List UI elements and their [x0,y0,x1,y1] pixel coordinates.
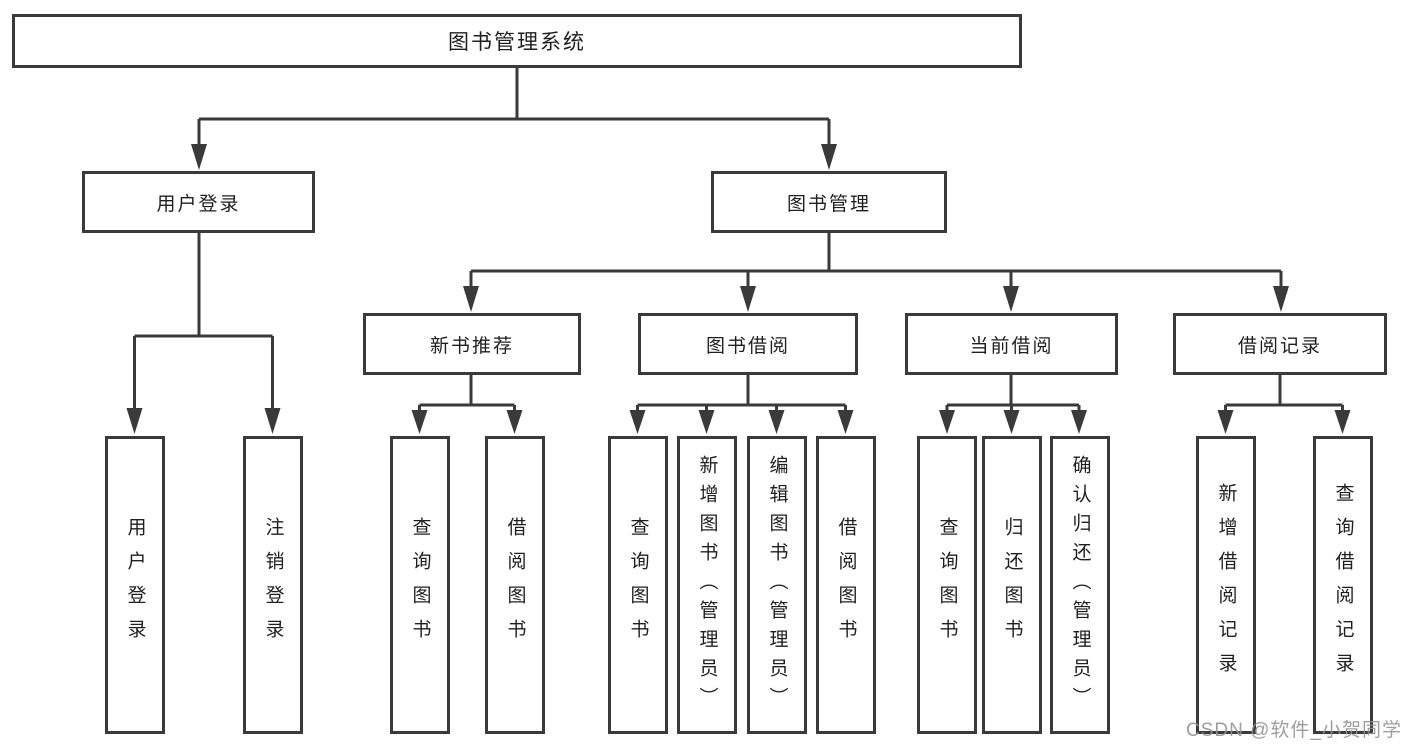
leaf-label: 用户登录 [124,517,146,653]
connector-mgmt-branch [469,233,1283,288]
leaf-rec-query-book: 查询图书 [390,436,450,734]
node-new-book-recommend: 新书推荐 [363,313,581,375]
leaf-borrow-query-book: 查询图书 [608,436,668,734]
arrowheads [126,144,1351,434]
leaf-label: 新增图书（管理员） [696,454,718,716]
node-borrow-record: 借阅记录 [1173,313,1387,375]
leaf-add-borrow-record: 新增借阅记录 [1196,436,1256,734]
leaf-label: 归还图书 [1001,517,1023,653]
leaf-label: 借阅图书 [835,517,857,653]
leaf-label: 查询图书 [409,517,431,653]
node-book-management-branch: 图书管理 [711,171,947,233]
arrow-icon [126,408,143,434]
leaf-label: 注销登录 [262,517,284,653]
arrow-icon [629,410,646,434]
arrow-icon [411,410,428,434]
leaf-label: 借阅图书 [504,517,526,653]
leaf-edit-book-admin: 编辑图书（管理员） [747,436,807,734]
arrow-icon [1003,410,1020,434]
arrow-icon [463,286,479,312]
node-current-borrow: 当前借阅 [905,313,1118,375]
leaf-confirm-return-admin: 确认归还（管理员） [1050,436,1110,734]
leaf-rec-borrow-book: 借阅图书 [485,436,545,734]
leaf-current-query-book: 查询图书 [917,436,977,734]
leaf-user-login: 用户登录 [105,436,165,734]
arrow-icon [768,410,785,434]
connector-strokes [133,68,1344,413]
node-book-borrow: 图书借阅 [638,313,858,375]
connector-current-branch [945,375,1081,413]
leaf-return-book: 归还图书 [982,436,1042,734]
arrow-icon [1273,286,1289,312]
arrow-icon [698,410,715,434]
leaf-logout: 注销登录 [243,436,303,734]
leaf-label: 新增借阅记录 [1215,483,1237,687]
leaf-label: 查询图书 [627,517,649,653]
arrow-icon [1071,410,1087,434]
arrow-icon [1217,410,1234,434]
arrow-icon [191,144,207,170]
leaf-query-borrow-record: 查询借阅记录 [1313,436,1373,734]
arrow-icon [837,410,854,434]
connector-login-branch [133,233,274,411]
connector-rec-branch [418,375,516,413]
csdn-watermark: CSDN @软件_小贺同学 [1186,720,1402,741]
connector-record-branch [1224,375,1344,413]
node-user-login-branch: 用户登录 [82,171,315,233]
node-root-system: 图书管理系统 [12,14,1022,68]
connector-borrow-branch [636,375,847,413]
arrow-icon [939,410,955,434]
leaf-label: 查询借阅记录 [1332,483,1354,687]
arrow-icon [821,144,837,170]
arrow-icon [1334,410,1351,434]
arrow-icon [264,408,281,434]
arrow-icon [740,286,756,312]
leaf-add-book-admin: 新增图书（管理员） [677,436,737,734]
leaf-lend-book: 借阅图书 [816,436,876,734]
arrow-icon [506,410,523,434]
leaf-label: 编辑图书（管理员） [766,454,788,716]
arrow-icon [1003,286,1019,312]
connector-root [197,68,831,146]
leaf-label: 确认归还（管理员） [1069,454,1091,716]
leaf-label: 查询图书 [936,517,958,653]
